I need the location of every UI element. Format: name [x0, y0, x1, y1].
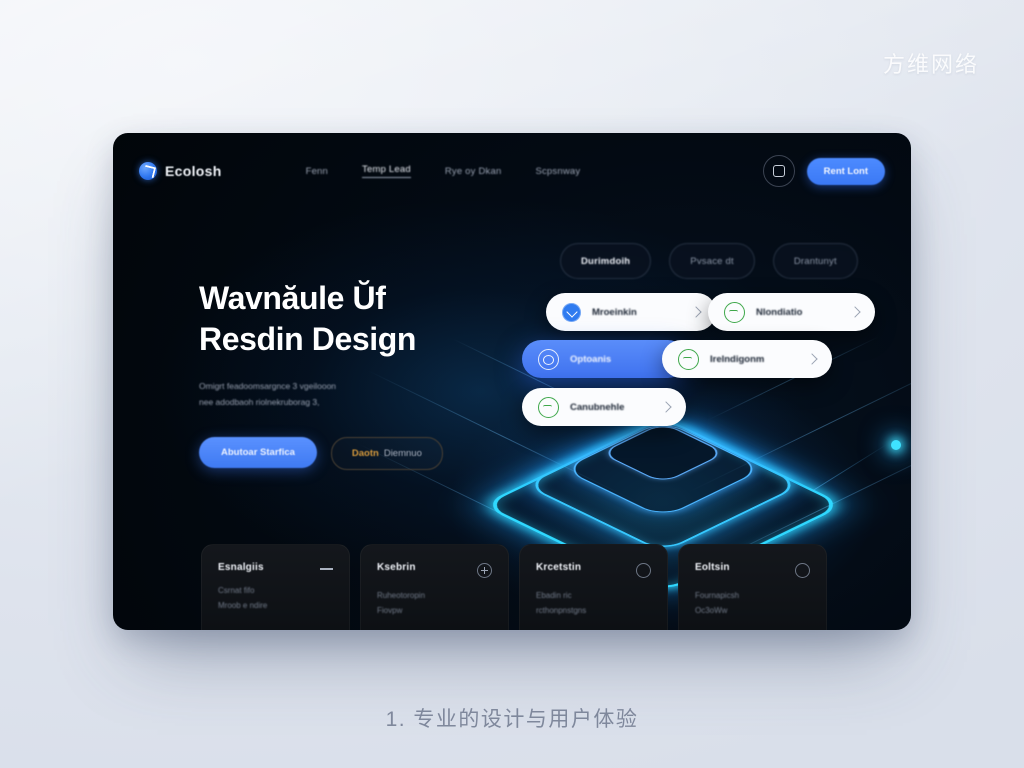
- tab-1[interactable]: Durimdoih: [560, 243, 652, 279]
- floating-card-5-label: Canubnehle: [570, 401, 625, 413]
- leaf-circle-icon: [678, 348, 699, 370]
- brand-logo-icon: [139, 162, 157, 180]
- nav-link-2[interactable]: Temp Lead: [362, 164, 411, 178]
- slide-caption: 1. 专业的设计与用户体验: [385, 708, 639, 731]
- feature-card-4-line1: Fournapicsh: [695, 591, 740, 600]
- feature-card-2-title: Ksebrin: [377, 562, 416, 573]
- node-dot-icon: [891, 440, 901, 450]
- feature-card-1-head: Esnalgiis: [218, 562, 333, 573]
- nav-link-3[interactable]: Rye oy Dkan: [444, 165, 502, 177]
- floating-card-2-label: Nlondiatio: [756, 306, 803, 318]
- website-preview-panel: Ecolosh Fenn Temp Lead Rye oy Dkan Scpsn…: [113, 133, 911, 630]
- circle-icon[interactable]: [636, 563, 651, 578]
- hero-primary-button[interactable]: Abutoar Starfica: [199, 437, 317, 469]
- chevron-right-icon: [690, 306, 702, 318]
- hero-actions: Abutoar Starfica Daotn Diemnuo: [199, 437, 474, 471]
- chevron-right-icon: [849, 306, 861, 318]
- feature-card-3-line2: rcthonpnstgns: [536, 605, 587, 615]
- feature-card-1[interactable]: Esnalgiis Csrnat fifo Mroob e ndire: [201, 544, 350, 630]
- feature-card-1-title: Esnalgiis: [218, 562, 264, 573]
- iso-core: [599, 422, 727, 484]
- nav-link-1[interactable]: Fenn: [305, 165, 329, 177]
- user-avatar-icon: [562, 302, 581, 322]
- nav-actions: Rent Lont: [762, 155, 885, 187]
- nav-links: Fenn Temp Lead Rye oy Dkan Scpsnway: [306, 164, 581, 178]
- leaf-circle-icon: [724, 301, 745, 323]
- tab-2[interactable]: Pvsace dt: [669, 243, 755, 279]
- tab-3[interactable]: Drantunyt: [772, 243, 858, 279]
- iso-ring-mid: [522, 417, 804, 553]
- feature-card-4-line2: Oc3oWw: [695, 605, 728, 615]
- feature-card-3-head: Krcetstin: [536, 562, 651, 578]
- site-navbar: Ecolosh Fenn Temp Lead Rye oy Dkan Scpsn…: [113, 151, 911, 191]
- feature-card-2[interactable]: Ksebrin Ruheotoropin Fiovpw: [360, 544, 509, 630]
- brand-name: Ecolosh: [165, 163, 222, 179]
- feature-card-2-line2: Fiovpw: [377, 605, 403, 615]
- minus-icon[interactable]: [320, 568, 333, 570]
- hero-secondary-rest: Diemnuo: [383, 448, 422, 460]
- iso-ring-inner: [561, 419, 765, 519]
- feature-card-4-body: Fournapicsh Oc3oWw: [695, 589, 810, 619]
- hero-body-line2: nee adodbaoh riolnekruborag 3,: [199, 397, 320, 408]
- hero-section: Wavnăule Ŭf Resdin Design Omigrt feadoom…: [199, 278, 474, 471]
- hero-title-line2: Resdin Design: [199, 320, 417, 357]
- watermark: 方维网络: [882, 52, 979, 77]
- floating-tab-group: Durimdoih Pvsace dt Drantunyt: [560, 243, 858, 279]
- hero-title-line1: Wavnăule Ŭf: [199, 280, 386, 316]
- hero-body: Omigrt feadoomsargnce 3 vgeilooon nee ad…: [199, 378, 474, 411]
- square-rounded-icon: [772, 165, 785, 177]
- feature-card-3-body: Ebadin ric rcthonpnstgns: [536, 589, 651, 619]
- feature-card-2-head: Ksebrin: [377, 562, 492, 578]
- floating-card-3-label: Optoanis: [570, 353, 612, 365]
- hero-secondary-lead: Daotn: [351, 448, 379, 460]
- floating-card-5[interactable]: Canubnehle: [522, 388, 686, 426]
- feature-card-1-body: Csrnat fifo Mroob e ndire: [218, 584, 333, 614]
- feature-card-2-body: Ruheotoropin Fiovpw: [377, 589, 492, 619]
- circle-icon[interactable]: [795, 563, 810, 578]
- floating-card-1[interactable]: Mroeinkin: [546, 293, 716, 331]
- floating-card-4[interactable]: Irelndigonm: [662, 340, 832, 378]
- feature-card-4-title: Eoltsin: [695, 562, 730, 573]
- feature-card-3[interactable]: Krcetstin Ebadin ric rcthonpnstgns: [519, 544, 668, 630]
- floating-card-3[interactable]: Optoanis: [522, 340, 687, 378]
- floating-card-1-label: Mroeinkin: [592, 306, 637, 318]
- brand[interactable]: Ecolosh: [139, 162, 222, 180]
- feature-card-row: Esnalgiis Csrnat fifo Mroob e ndire Kseb…: [201, 544, 911, 630]
- hero-title: Wavnăule Ŭf Resdin Design: [199, 278, 474, 360]
- leaf-circle-icon: [538, 396, 559, 418]
- feature-card-1-line1: Csrnat fifo: [218, 586, 255, 595]
- chevron-right-icon: [806, 353, 818, 365]
- feature-card-4-head: Eoltsin: [695, 562, 810, 578]
- node-connector: [812, 443, 888, 491]
- hero-secondary-button[interactable]: Daotn Diemnuo: [330, 437, 443, 471]
- nav-link-4[interactable]: Scpsnway: [535, 165, 581, 177]
- plus-circle-icon[interactable]: [477, 563, 492, 578]
- chevron-right-icon: [660, 401, 672, 413]
- feature-card-3-title: Krcetstin: [536, 562, 582, 573]
- nav-cta-button[interactable]: Rent Lont: [806, 157, 885, 185]
- feature-card-2-line1: Ruheotoropin: [377, 591, 426, 600]
- feature-card-1-line2: Mroob e ndire: [218, 600, 268, 610]
- floating-card-2[interactable]: Nlondiatio: [708, 293, 875, 331]
- square-rounded-icon-button[interactable]: [762, 155, 795, 187]
- hero-body-line1: Omigrt feadoomsargnce 3 vgeilooon: [199, 380, 337, 391]
- face-circle-icon: [538, 348, 559, 370]
- feature-card-4[interactable]: Eoltsin Fournapicsh Oc3oWw: [678, 544, 827, 630]
- floating-card-4-label: Irelndigonm: [710, 353, 765, 365]
- feature-card-3-line1: Ebadin ric: [536, 591, 572, 600]
